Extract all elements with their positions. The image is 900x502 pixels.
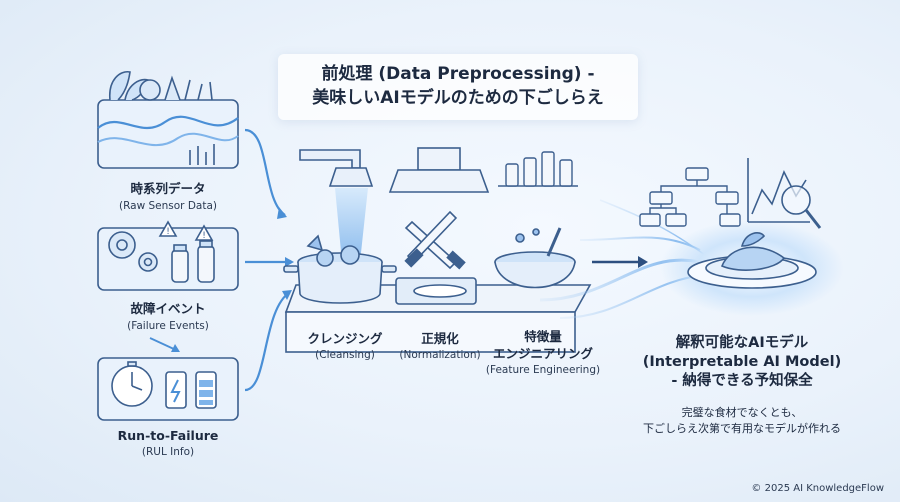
output-line-1: 解釈可能なAIモデル xyxy=(675,335,809,351)
step-en: (Normalization) xyxy=(399,349,481,361)
arrowheads xyxy=(171,207,294,352)
output-line-3: - 納得できる予知保全 xyxy=(671,373,813,389)
mixing-bowl xyxy=(494,227,576,289)
run-to-failure-basket xyxy=(97,357,239,421)
source-label-raw-sensor: 時系列データ (Raw Sensor Data) xyxy=(78,178,258,212)
step-label-normalization: 正規化 (Normalization) xyxy=(390,330,490,361)
output-line-2: (Interpretable AI Model) xyxy=(642,354,842,370)
crossed-knives xyxy=(404,210,466,270)
source-jp: 故障イベント xyxy=(130,301,206,316)
output-title: 解釈可能なAIモデル (Interpretable AI Model) - 納得… xyxy=(622,334,862,391)
step-jp: 正規化 xyxy=(421,331,459,346)
source-en: (Raw Sensor Data) xyxy=(118,200,218,212)
source-jp: Run-to-Failure xyxy=(117,428,219,443)
plated-dish xyxy=(660,220,844,316)
raw-sensor-basket xyxy=(97,71,239,169)
kitchen-counter xyxy=(284,277,592,353)
title-line-2: 美味しいAIモデルのための下ごしらえ xyxy=(312,88,604,108)
cooking-pot xyxy=(283,234,397,304)
title-box: 前処理 (Data Preprocessing) - 美味しいAIモデルのための… xyxy=(278,54,638,120)
range-hood xyxy=(388,147,490,193)
chart-magnifier-icon xyxy=(747,158,822,229)
source-en: (RUL Info) xyxy=(141,446,195,458)
step-jp-line2: エンジニアリング xyxy=(492,346,593,361)
output-sub-line-2: 下ごしらえ次第で有用なモデルが作れる xyxy=(643,422,841,435)
decision-tree-icon xyxy=(639,167,741,227)
step-label-cleansing: クレンジング (Cleansing) xyxy=(290,330,400,361)
title-line-1: 前処理 (Data Preprocessing) - xyxy=(321,64,595,84)
step-jp: クレンジング xyxy=(307,331,383,346)
output-sub-line-1: 完璧な食材でなくとも、 xyxy=(681,406,803,419)
main-arrow xyxy=(592,256,648,268)
step-label-feature-engineering: 特徴量 エンジニアリング (Feature Engineering) xyxy=(478,328,608,376)
step-jp-line1: 特徴量 xyxy=(524,329,562,344)
source-en: (Failure Events) xyxy=(127,320,209,332)
spice-shelf xyxy=(498,151,578,187)
faucet xyxy=(299,149,374,187)
source-label-run-to-failure: Run-to-Failure (RUL Info) xyxy=(78,428,258,458)
svg-text:!: ! xyxy=(166,227,170,237)
output-subtitle: 完璧な食材でなくとも、 下ごしらえ次第で有用なモデルが作れる xyxy=(602,405,882,437)
source-label-failure-events: 故障イベント (Failure Events) xyxy=(78,298,258,332)
failure-events-basket: ! ! xyxy=(97,220,239,291)
step-en: (Feature Engineering) xyxy=(485,364,601,376)
step-en: (Cleansing) xyxy=(315,349,375,361)
source-arrows xyxy=(149,128,291,392)
water-stream xyxy=(335,188,368,262)
source-jp: 時系列データ xyxy=(130,181,206,196)
copyright-footer: © 2025 AI KnowledgeFlow xyxy=(751,483,884,494)
svg-text:!: ! xyxy=(202,231,206,241)
